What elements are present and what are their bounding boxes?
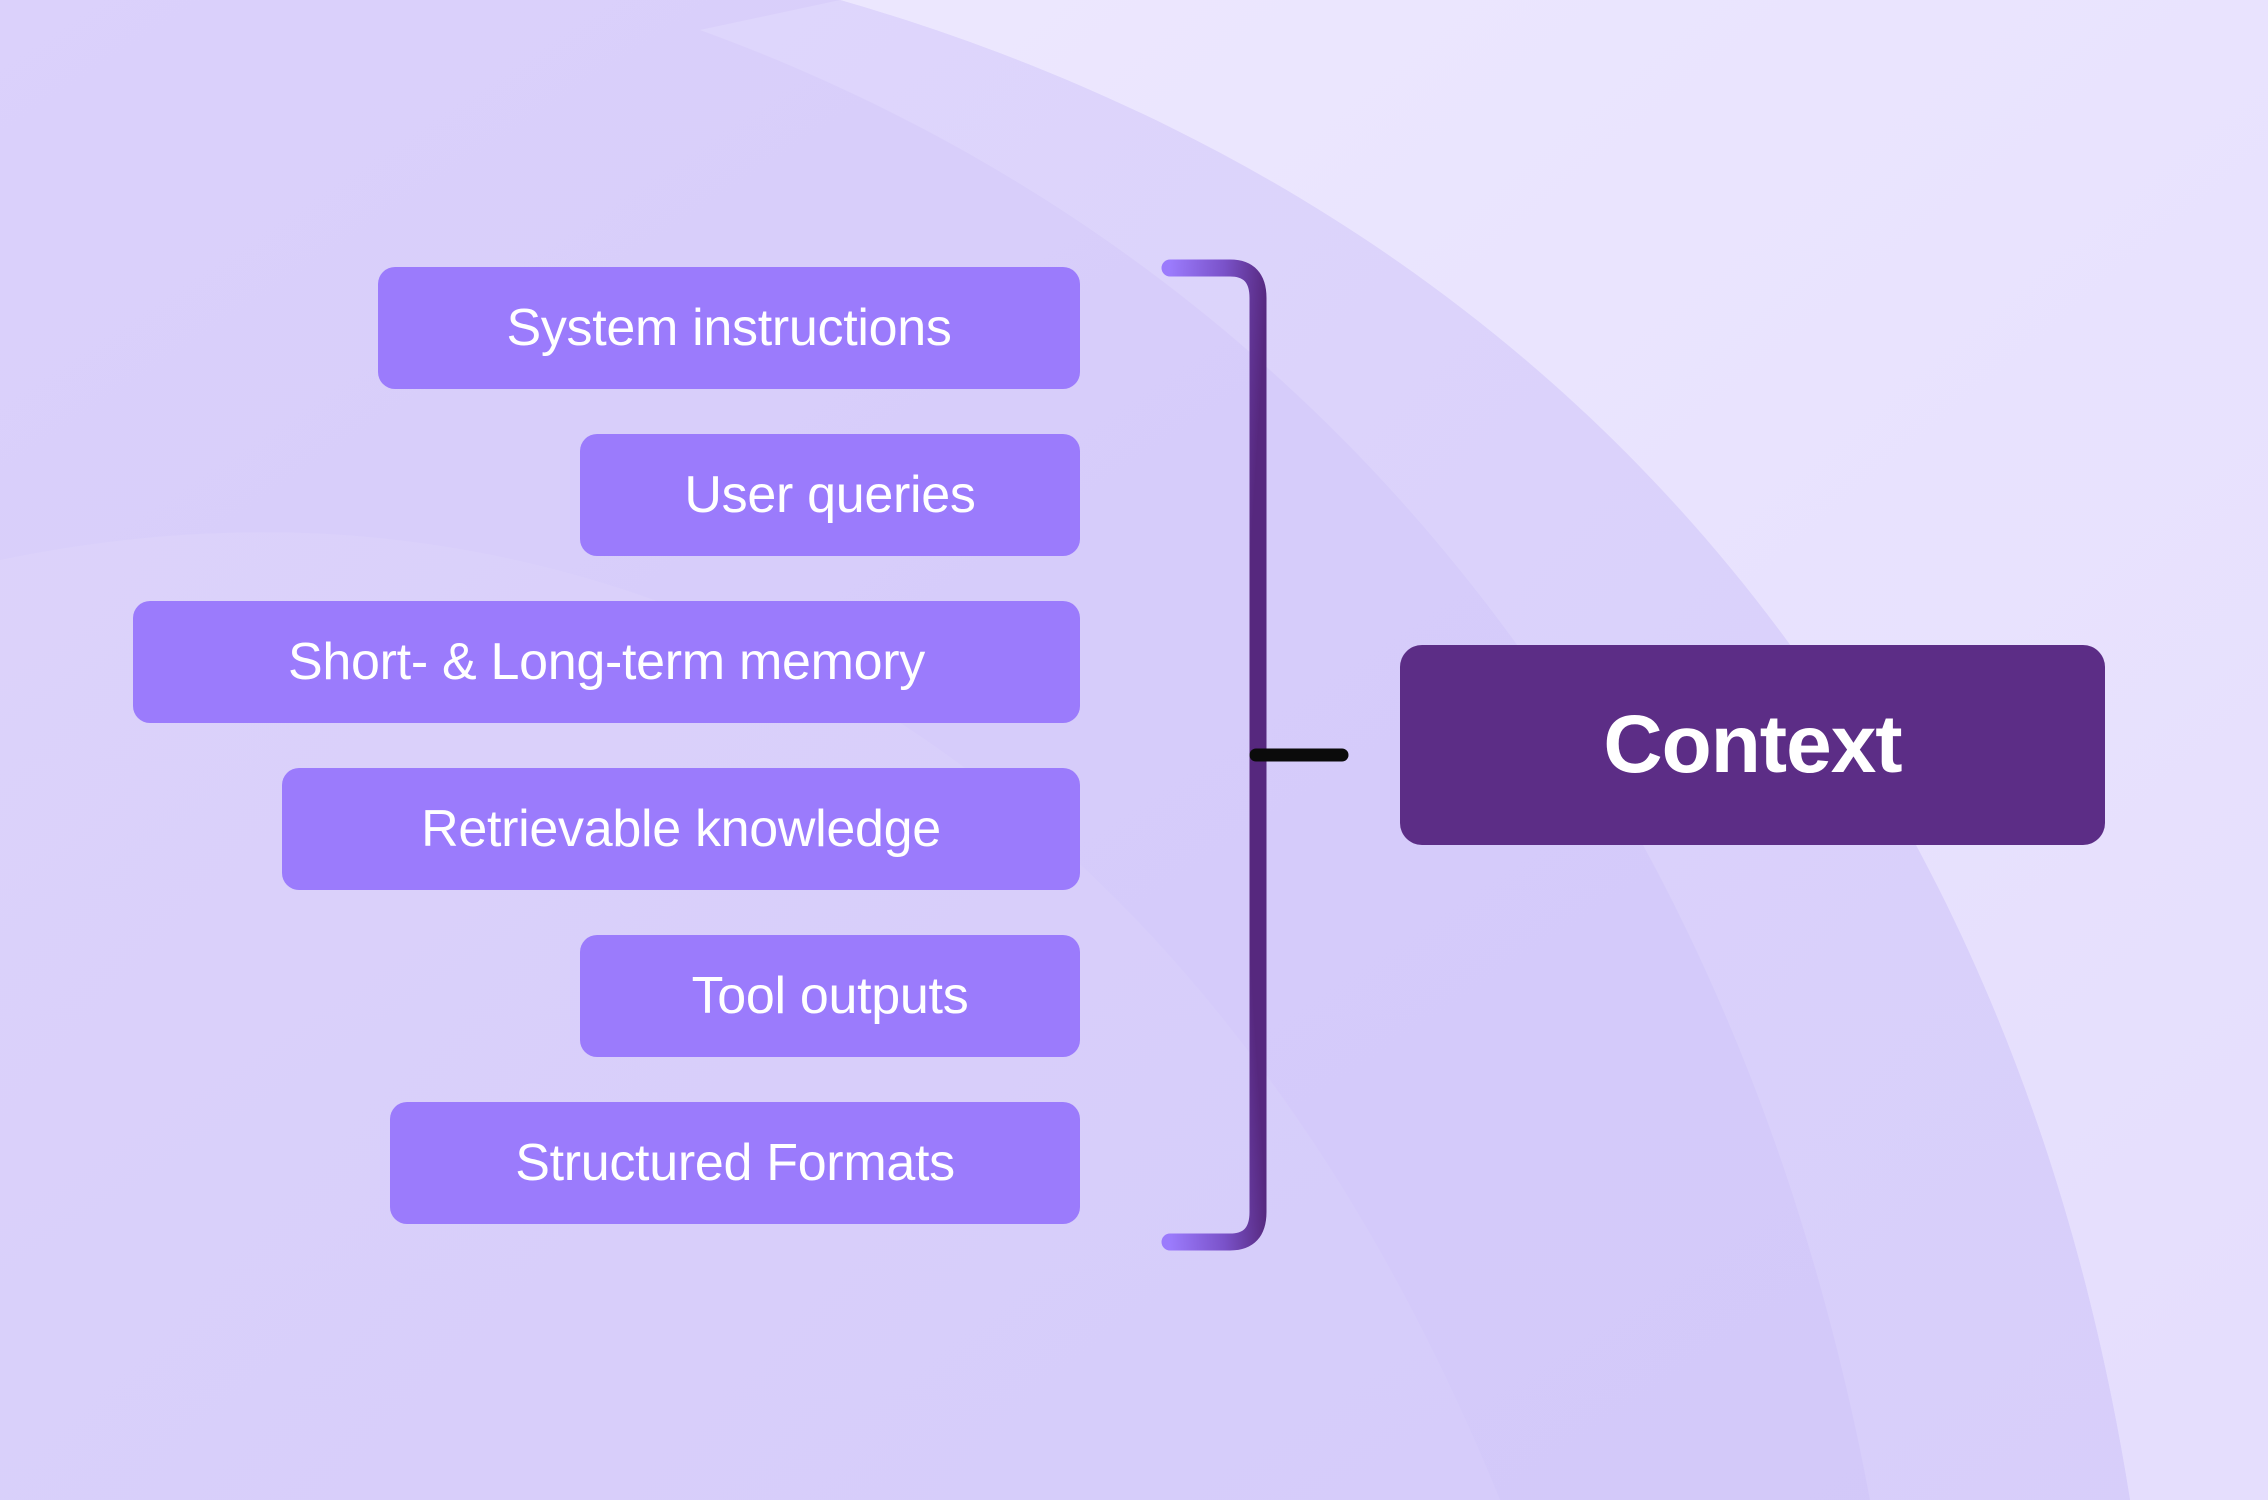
input-box-label: Structured Formats xyxy=(515,1134,955,1192)
input-box-tool-outputs[interactable]: Tool outputs xyxy=(580,935,1080,1057)
input-box-user-queries[interactable]: User queries xyxy=(580,434,1080,556)
output-box-context[interactable]: Context xyxy=(1400,645,2105,845)
input-box-short-long-term-memory[interactable]: Short- & Long-term memory xyxy=(133,601,1080,723)
bracket-connector xyxy=(1161,259,1349,1251)
output-box-label: Context xyxy=(1603,699,1902,790)
input-box-retrievable-knowledge[interactable]: Retrievable knowledge xyxy=(282,768,1080,890)
input-box-structured-formats[interactable]: Structured Formats xyxy=(390,1102,1080,1224)
input-box-label: User queries xyxy=(684,466,976,524)
input-box-label: Tool outputs xyxy=(691,967,969,1025)
input-box-label: Retrievable knowledge xyxy=(421,800,941,858)
input-box-system-instructions[interactable]: System instructions xyxy=(378,267,1080,389)
input-box-label: System instructions xyxy=(506,299,952,357)
input-box-label: Short- & Long-term memory xyxy=(288,633,925,691)
